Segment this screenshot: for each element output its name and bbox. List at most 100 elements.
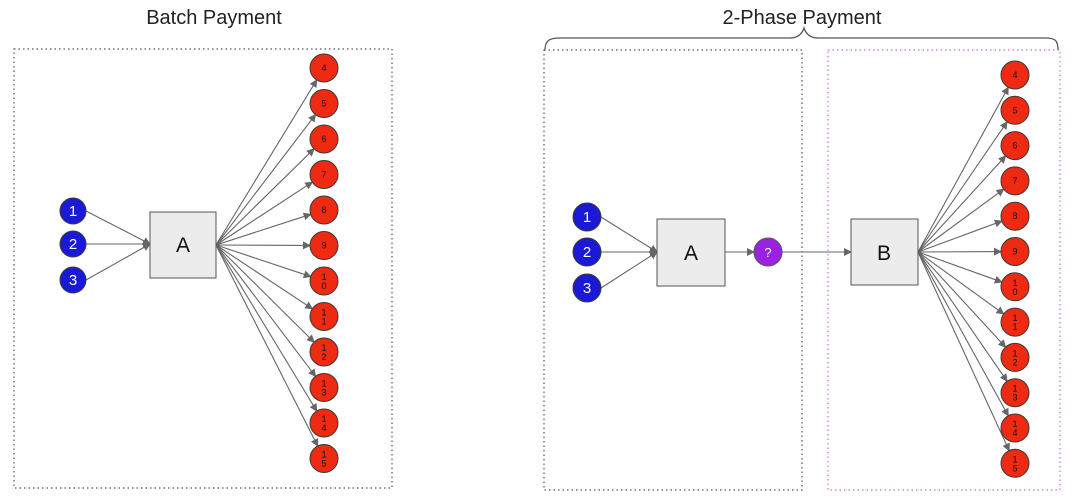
batch-edges: [85, 79, 319, 447]
batch-output-label: 9: [321, 241, 326, 251]
intermediate-node-label: ?: [764, 245, 771, 260]
batch-output-node-7: 7: [309, 160, 339, 189]
batch-output-label: 4: [321, 63, 326, 73]
batch-output-node-8: 8: [309, 195, 339, 225]
two-phase-output-edge: [917, 251, 1009, 417]
batch-panel-border: [13, 48, 393, 489]
two-phase-input-node-2: 2: [572, 237, 602, 267]
batch-output-edge: [215, 244, 314, 310]
two-phase-box-b-label: B: [877, 242, 891, 265]
two-phase-output-node-7: 7: [1000, 166, 1030, 196]
two-phase-output-node-5: 5: [1000, 95, 1030, 125]
batch-box-a-label: A: [176, 234, 190, 257]
two-phase-input-label: 3: [583, 280, 591, 297]
batch-output-edge: [215, 244, 317, 378]
batch-input-node-1: 1: [59, 197, 87, 225]
two-phase-output-edge: [917, 86, 1009, 253]
two-phase-output-label: 8: [1012, 211, 1017, 221]
two-phase-output-node-4: 4: [1000, 60, 1030, 90]
batch-input-node-2: 2: [59, 230, 87, 258]
batch-input-label: 3: [69, 272, 77, 289]
two-phase-output-edge: [917, 251, 1008, 382]
batch-box-a: [149, 211, 217, 279]
batch-output-edge: [215, 244, 312, 279]
two-phase-output-label: 6: [1012, 141, 1017, 151]
batch-input-node-3: 3: [59, 266, 87, 294]
batch-output-edge: [215, 212, 312, 246]
two-phase-input-label: 1: [583, 209, 591, 226]
two-phase-output-edge: [917, 251, 1003, 284]
batch-output-edge: [215, 244, 318, 412]
two-phase-output-edge: [917, 251, 1005, 315]
two-phase-output-label: 7: [1012, 176, 1017, 186]
batch-output-label: 7: [321, 170, 326, 180]
batch-input-label: 2: [69, 236, 77, 253]
two-phase-edges: [600, 86, 1010, 452]
phase-two-border: [827, 49, 1061, 491]
two-phase-input-node-3: 3: [572, 273, 602, 303]
two-phase-input-edge: [600, 216, 658, 253]
batch-output-edge: [215, 79, 318, 246]
batch-output-edge: [215, 181, 314, 246]
batch-output-node-4: 4: [309, 53, 339, 83]
batch-output-edge: [215, 244, 319, 447]
two-phase-output-edge: [917, 188, 1005, 253]
batch-output-edge: [215, 113, 317, 246]
batch-input-label: 1: [69, 203, 77, 220]
batch-payment-title: Batch Payment: [146, 7, 282, 29]
batch-input-edge: [85, 210, 151, 245]
two-phase-box-a: [656, 218, 726, 287]
two-phase-inputs: 1 2 3: [572, 202, 602, 303]
two-phase-output-edge: [917, 219, 1003, 253]
two-phase-output-edge: [917, 251, 1007, 348]
phase-one-border: [543, 49, 803, 491]
two-phase-output-edge: [917, 251, 1010, 452]
intermediate-node: [753, 237, 783, 267]
two-phase-output-edge: [917, 121, 1008, 253]
two-phase-box-a-label: A: [684, 242, 698, 265]
two-phase-curly-brace: [544, 25, 1059, 51]
batch-output-node-5: 5: [309, 89, 339, 118]
two-phase-input-label: 2: [583, 244, 591, 261]
batch-output-label: 6: [321, 134, 326, 144]
two-phase-output-node-6: 6: [1000, 131, 1030, 161]
two-phase-box-b: [850, 218, 919, 286]
two-phase-output-label: 5: [1012, 105, 1017, 115]
batch-output-edge: [215, 148, 315, 246]
batch-output-label: 5: [321, 99, 326, 109]
batch-output-edge: [215, 244, 315, 343]
two-phase-output-edge: [917, 155, 1007, 253]
batch-inputs: 1 2 3: [59, 197, 87, 294]
batch-output-node-9: 9: [309, 231, 339, 260]
two-phase-output-node-8: 8: [1000, 201, 1030, 231]
two-phase-output-label: 4: [1012, 70, 1017, 80]
batch-input-edge: [85, 243, 151, 281]
two-phase-payment-title: 2-Phase Payment: [723, 7, 882, 29]
